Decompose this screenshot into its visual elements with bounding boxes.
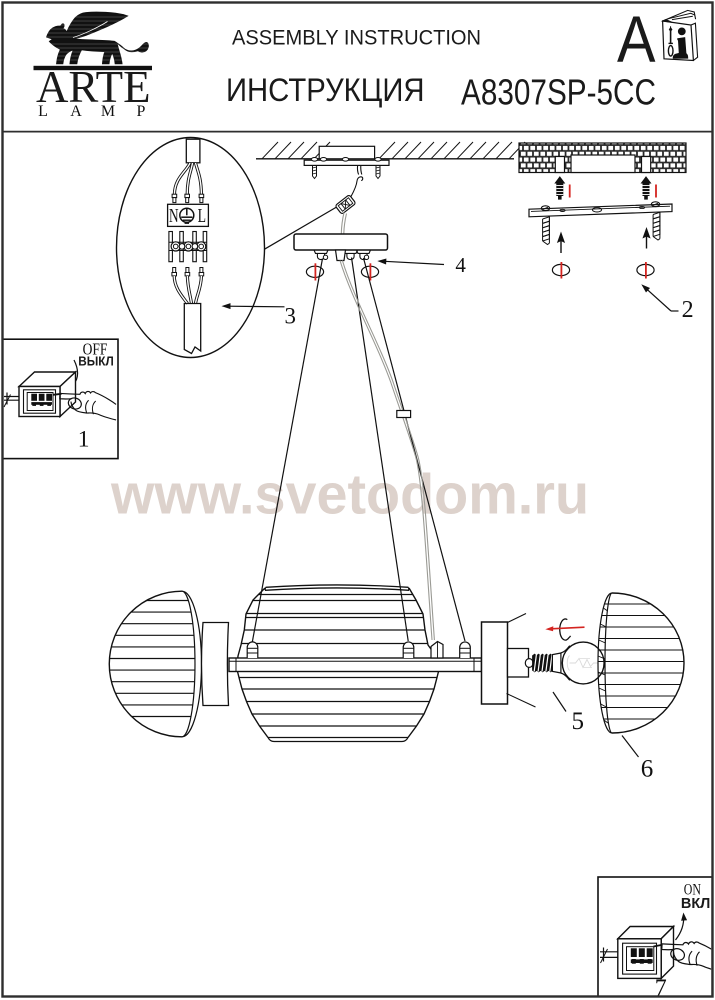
svg-text:A8307SP-5CC: A8307SP-5CC — [461, 72, 656, 113]
svg-text:5: 5 — [572, 708, 585, 735]
svg-text:ВЫКЛ: ВЫКЛ — [78, 354, 114, 369]
svg-text:3: 3 — [284, 304, 296, 329]
svg-text:www.svetodom.ru: www.svetodom.ru — [110, 463, 589, 527]
svg-text:1: 1 — [78, 427, 90, 453]
svg-text:ВКЛ: ВКЛ — [681, 896, 711, 912]
svg-text:2: 2 — [682, 297, 694, 323]
svg-text:ARTE: ARTE — [36, 61, 151, 112]
svg-text:P: P — [137, 103, 146, 120]
svg-text:M: M — [101, 103, 115, 120]
svg-text:6: 6 — [641, 755, 654, 782]
svg-text:4: 4 — [455, 253, 466, 277]
svg-text:L: L — [198, 205, 206, 227]
svg-text:7: 7 — [655, 975, 667, 1000]
svg-text:ON: ON — [684, 881, 702, 898]
svg-text:N: N — [169, 205, 179, 227]
svg-text:A: A — [617, 2, 656, 76]
svg-text:A: A — [70, 103, 82, 120]
svg-text:ИНСТРУКЦИЯ: ИНСТРУКЦИЯ — [226, 72, 425, 108]
svg-text:OFF: OFF — [83, 340, 108, 359]
svg-text:ASSEMBLY INSTRUCTION: ASSEMBLY INSTRUCTION — [232, 27, 481, 50]
svg-text:L: L — [38, 103, 48, 120]
